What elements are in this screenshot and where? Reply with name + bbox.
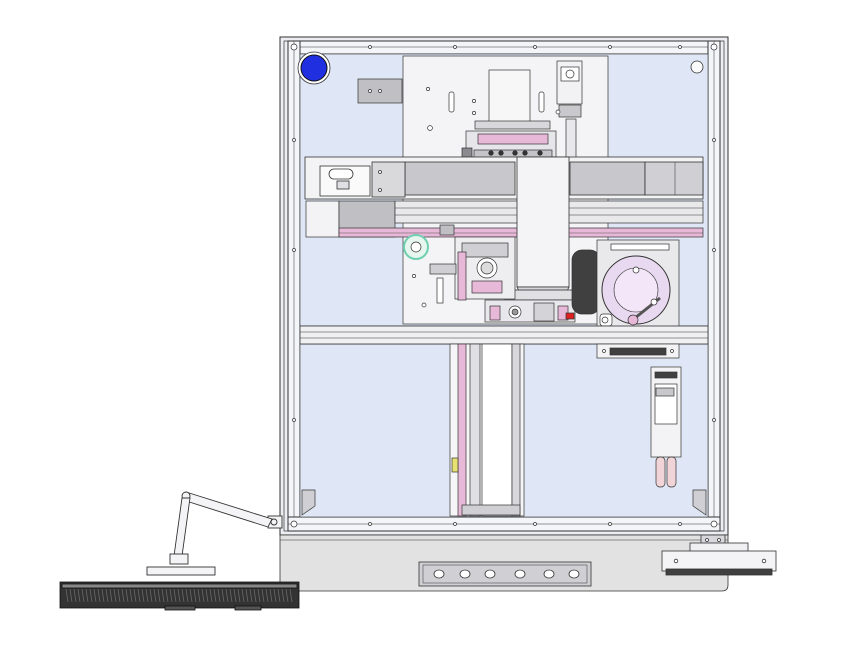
rail-bracket — [596, 343, 680, 359]
corner-gussets — [301, 489, 707, 516]
vent-slot — [121, 588, 125, 603]
vent-slot — [105, 588, 109, 603]
vent-slot — [97, 588, 101, 603]
encoder-unit — [555, 60, 583, 160]
vent-slot — [193, 588, 197, 603]
vent-slot — [161, 588, 165, 603]
emergency-stop-button — [297, 51, 331, 85]
indicator-lamp — [690, 60, 704, 74]
z-motor — [448, 69, 557, 159]
vent-slot — [157, 588, 161, 603]
vent-slot — [241, 588, 245, 603]
cross-rail — [299, 325, 709, 345]
panel-button — [514, 569, 526, 579]
vent-slot — [169, 588, 173, 603]
vent-slot — [149, 588, 153, 603]
vent-slot — [113, 588, 117, 603]
vent-slot — [77, 588, 81, 603]
vent-slot — [125, 588, 129, 603]
foot-bracket — [661, 534, 777, 576]
vent-slot — [165, 588, 169, 603]
vent-slot — [233, 588, 237, 603]
vent-slot — [217, 588, 221, 603]
vertical-actuator — [504, 156, 578, 301]
button-panel — [418, 561, 592, 587]
vent-slot — [69, 588, 73, 603]
gripper-assembly — [484, 299, 576, 323]
vent-slot — [73, 588, 77, 603]
vent-slot — [253, 588, 257, 603]
vent-slot — [153, 588, 157, 603]
controller-module — [650, 366, 682, 488]
vent-slot — [85, 588, 89, 603]
vent-slot — [181, 588, 185, 603]
vent-slot — [137, 588, 141, 603]
camera-module — [403, 224, 516, 304]
vent-slot — [81, 588, 85, 603]
vent-slot — [273, 588, 277, 603]
vent-slot — [89, 588, 93, 603]
lower-linear-axis — [449, 343, 525, 517]
vent-slot — [65, 588, 69, 603]
vent-slot — [197, 588, 201, 603]
vent-slot — [117, 588, 121, 603]
vent-slot — [237, 588, 241, 603]
frame-bolts — [290, 43, 718, 528]
monitor-vents — [65, 588, 293, 603]
monitor-arm — [146, 491, 283, 576]
vent-slot — [269, 588, 273, 603]
vent-slot — [205, 588, 209, 603]
panel-button — [459, 569, 471, 579]
vent-slot — [141, 588, 145, 603]
vent-slot — [261, 588, 265, 603]
vent-slot — [185, 588, 189, 603]
vent-slot — [257, 588, 261, 603]
panel-button — [568, 569, 580, 579]
vent-slot — [145, 588, 149, 603]
vent-slot — [277, 588, 281, 603]
vent-slot — [289, 588, 293, 603]
vent-slot — [225, 588, 229, 603]
vent-slot — [173, 588, 177, 603]
vent-slot — [189, 588, 193, 603]
gantry-beam — [304, 156, 704, 200]
vent-slot — [133, 588, 137, 603]
vent-slot — [265, 588, 269, 603]
vent-slot — [209, 588, 213, 603]
vent-slot — [229, 588, 233, 603]
panel-button — [433, 569, 445, 579]
panel-button — [484, 569, 496, 579]
vent-slot — [249, 588, 253, 603]
linear-rail — [305, 200, 704, 238]
monitor — [59, 581, 300, 611]
vent-slot — [281, 588, 285, 603]
vent-slot — [285, 588, 289, 603]
vent-slot — [221, 588, 225, 603]
vent-slot — [93, 588, 97, 603]
vent-slot — [129, 588, 133, 603]
vent-slot — [245, 588, 249, 603]
vent-slot — [101, 588, 105, 603]
wall-bracket — [357, 78, 403, 104]
vent-slot — [201, 588, 205, 603]
vent-slot — [109, 588, 113, 603]
panel-button — [543, 569, 555, 579]
vent-slot — [213, 588, 217, 603]
vent-slot — [177, 588, 181, 603]
